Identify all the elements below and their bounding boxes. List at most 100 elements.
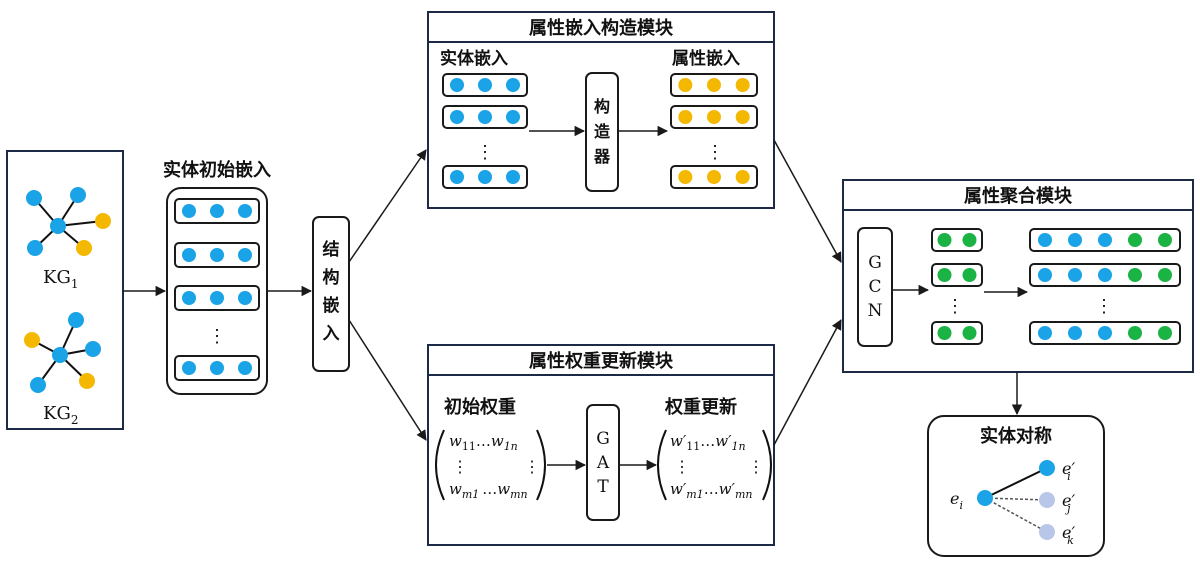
vector-frame: [670, 105, 758, 129]
agg-concat-rows: [1029, 228, 1181, 345]
vector-frame: [174, 198, 260, 224]
label-ei: ei: [950, 489, 963, 512]
vector-dot: [182, 204, 196, 218]
vector-dot: [937, 326, 952, 340]
vector-dot: [962, 268, 977, 282]
gcn-char: C: [868, 277, 881, 297]
init-embed-vector: [174, 285, 260, 311]
gat-box: [586, 404, 620, 521]
arrow-attr-embed-to-agg: [773, 139, 842, 263]
gat-char: A: [596, 453, 610, 473]
attr-embed-vector: [670, 165, 758, 189]
vector-dot: [1038, 233, 1052, 247]
vector-dot: [478, 170, 492, 184]
struct-embed-block: 结 构 嵌 入: [312, 216, 350, 372]
kg1-node: [27, 240, 43, 256]
init-embed-block: 实体初始嵌入 ⋮: [163, 159, 271, 395]
gat-char: T: [597, 477, 609, 497]
vector-dot: [210, 248, 224, 262]
agg-green-vector: [931, 321, 983, 345]
label-ej-prime: e′j: [1062, 491, 1075, 515]
entity-align-block: 实体对称 ei e′i e′j e′k: [927, 415, 1105, 557]
kg1-node: [50, 218, 66, 234]
vector-frame: [442, 73, 528, 97]
vector-frame: [174, 285, 260, 311]
agg-concat-ellipsis: ⋮: [1095, 296, 1113, 317]
gcn-box: [857, 227, 893, 347]
entity-node-ej-prime: [1039, 492, 1055, 508]
vector-frame: [931, 263, 983, 287]
vector-dot: [450, 170, 464, 184]
matrix-right-paren: [762, 429, 772, 501]
attr-embed-vector: [670, 73, 758, 97]
kg2-node: [85, 341, 101, 357]
matrix-vdots: ⋮: [524, 457, 540, 476]
entity-embed-rows: [442, 73, 528, 189]
matrix-entry-wm1: wm1…wmn: [449, 480, 528, 501]
align-link-solid: [984, 467, 1048, 499]
vector-dot: [1128, 233, 1142, 247]
vector-frame: [1029, 228, 1181, 252]
agg-green-ellipsis: ⋮: [946, 296, 964, 317]
attr-embed-rows: [670, 73, 758, 189]
kg-panel-frame: [6, 150, 124, 430]
matrix-entry-wm1-prime: w′m1…w′mn: [670, 480, 752, 501]
struct-embed-char: 结: [323, 239, 340, 260]
attr-agg-module-frame: [842, 179, 1194, 373]
kg2-node: [68, 312, 84, 328]
entity-embed-vector: [442, 165, 528, 189]
matrix-left-paren: [435, 429, 445, 501]
vector-frame: [1029, 321, 1181, 345]
updated-weight-matrix: w′11…w′1n ⋮ ⋮ w′m1…w′mn: [657, 429, 772, 501]
vector-dot: [450, 110, 464, 124]
align-link-dashed: [984, 497, 1048, 533]
init-embed-rows: [174, 198, 260, 381]
vector-dot: [506, 78, 520, 92]
entity-embed-label: 实体嵌入: [440, 48, 508, 69]
vector-dot: [478, 110, 492, 124]
vector-dot: [1068, 326, 1082, 340]
label-ek-prime: e′k: [1062, 523, 1075, 547]
kg1-graph: [33, 194, 104, 249]
init-embed-ellipsis: ⋮: [208, 326, 226, 347]
vector-dot: [1068, 268, 1082, 282]
entity-embed-vector: [442, 73, 528, 97]
struct-embed-box: [312, 216, 350, 372]
vector-dot: [238, 204, 252, 218]
attr-embed-module-title: 属性嵌入构造模块: [529, 17, 674, 39]
attr-agg-module: 属性聚合模块 G C N ⋮ ⋮: [842, 179, 1194, 373]
vector-dot: [210, 291, 224, 305]
constructor-box: [585, 72, 619, 192]
vector-dot: [678, 78, 693, 92]
vector-dot: [1158, 326, 1172, 340]
vector-frame: [670, 165, 758, 189]
vector-dot: [506, 170, 520, 184]
attr-weight-module: 属性权重更新模块 初始权重 权重更新 w11…w1n ⋮ ⋮ wm1…wmn G…: [427, 344, 775, 546]
vector-dot: [707, 110, 721, 124]
struct-embed-char: 嵌: [323, 296, 340, 316]
vector-frame: [931, 228, 983, 252]
vector-dot: [182, 291, 196, 305]
matrix-entry-w11: w11…w1n: [449, 432, 518, 453]
vector-dot: [1038, 268, 1052, 282]
vector-dot: [678, 110, 693, 124]
vector-dot: [238, 248, 252, 262]
vector-dot: [962, 233, 977, 247]
kg1-label: KG1: [43, 267, 78, 291]
kg1-node: [26, 190, 42, 206]
vector-dot: [182, 248, 196, 262]
vector-dot: [182, 361, 196, 375]
init-embed-title: 实体初始嵌入: [163, 159, 271, 181]
vector-frame: [931, 321, 983, 345]
attr-embed-module: 属性嵌入构造模块 实体嵌入 属性嵌入 ⋮ ⋮ 构 造 器: [427, 11, 775, 209]
vector-dot: [735, 110, 750, 124]
vector-dot: [1098, 268, 1112, 282]
gcn-char: N: [868, 301, 883, 321]
vector-dot: [210, 361, 224, 375]
init-embed-vector: [174, 242, 260, 268]
arrow-struct-to-attr-embed: [348, 149, 427, 263]
vector-dot: [1038, 326, 1052, 340]
kg2-node: [24, 332, 40, 348]
entity-embed-vector: [442, 105, 528, 129]
